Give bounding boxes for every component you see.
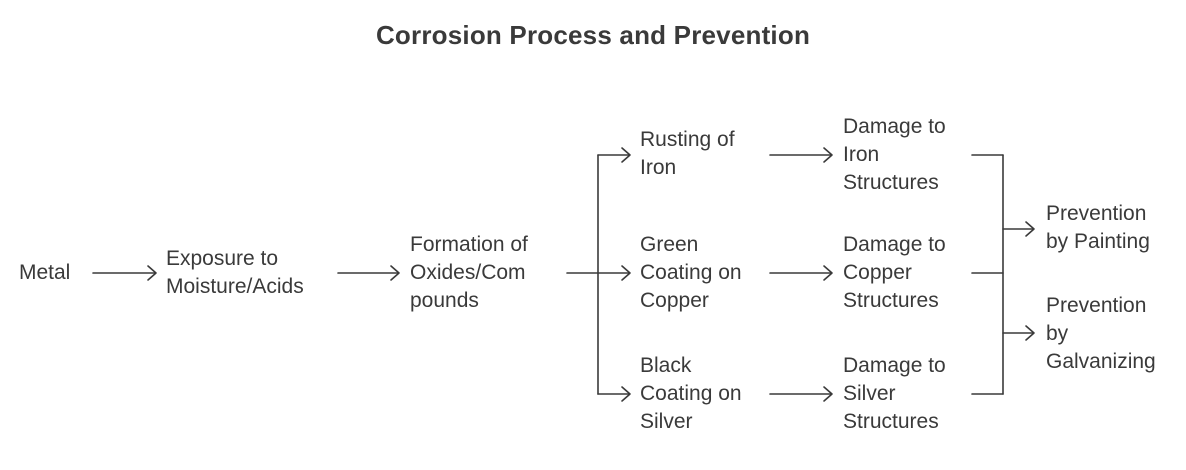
node-galvanizing-line: by [1046,322,1069,345]
node-green-line: Coating on [640,261,742,284]
node-damage-copper-line: Damage to [843,233,946,256]
node-damage-iron-line: Iron [843,143,880,166]
arrowhead-damage-silver [823,386,833,402]
node-exposure-line: Moisture/Acids [166,275,304,298]
node-black-line: Silver [640,410,693,433]
node-exposure: Exposure to Moisture/Acids [166,245,304,301]
arrowhead-black [621,386,631,402]
node-green-coating: Green Coating on Copper [640,231,742,315]
node-formation: Formation of Oxides/Com pounds [410,231,528,315]
node-formation-line: Formation of [410,233,528,256]
node-metal-line: Metal [19,261,71,284]
node-damage-iron-line: Structures [843,171,939,194]
node-prevention-galvanizing: Prevention by Galvanizing [1046,292,1156,376]
node-painting-line: Prevention [1046,202,1147,225]
arrowhead-damage-copper [823,265,833,281]
arrowhead-painting [1025,221,1035,237]
arrowhead-galvanizing [1025,325,1035,341]
node-damage-silver: Damage to Silver Structures [843,352,946,436]
node-damage-silver-line: Damage to [843,354,946,377]
node-damage-iron-line: Damage to [843,115,946,138]
node-galvanizing-line: Prevention [1046,294,1147,317]
node-rusting-line: Rusting of [640,128,735,151]
node-galvanizing-line: Galvanizing [1046,350,1156,373]
node-prevention-painting: Prevention by Painting [1046,200,1150,256]
node-green-line: Green [640,233,699,256]
diagram-title: Corrosion Process and Prevention [375,20,811,50]
node-metal: Metal [19,259,70,287]
node-painting-line: by Painting [1046,230,1150,253]
arrowhead-green [621,265,631,281]
node-damage-copper: Damage to Copper Structures [843,231,946,315]
node-damage-copper-line: Copper [843,261,912,284]
node-green-line: Copper [640,289,709,312]
arrowhead-damage-iron [823,147,833,163]
node-black-line: Coating on [640,382,742,405]
node-rusting-line: Iron [640,156,677,179]
node-damage-iron: Damage to Iron Structures [843,113,946,197]
node-formation-line: Oxides/Com [410,261,526,284]
arrowhead-rusting [621,147,631,163]
node-black-line: Black [640,354,692,377]
node-black-coating: Black Coating on Silver [640,352,742,436]
node-damage-copper-line: Structures [843,289,939,312]
arrowhead-formation [390,265,400,281]
node-rusting-of-iron: Rusting of Iron [640,126,735,182]
node-exposure-line: Exposure to [166,247,279,270]
node-formation-line: pounds [410,289,479,312]
arrowhead-exposure [147,265,157,281]
node-damage-silver-line: Structures [843,410,939,433]
node-damage-silver-line: Silver [843,382,896,405]
